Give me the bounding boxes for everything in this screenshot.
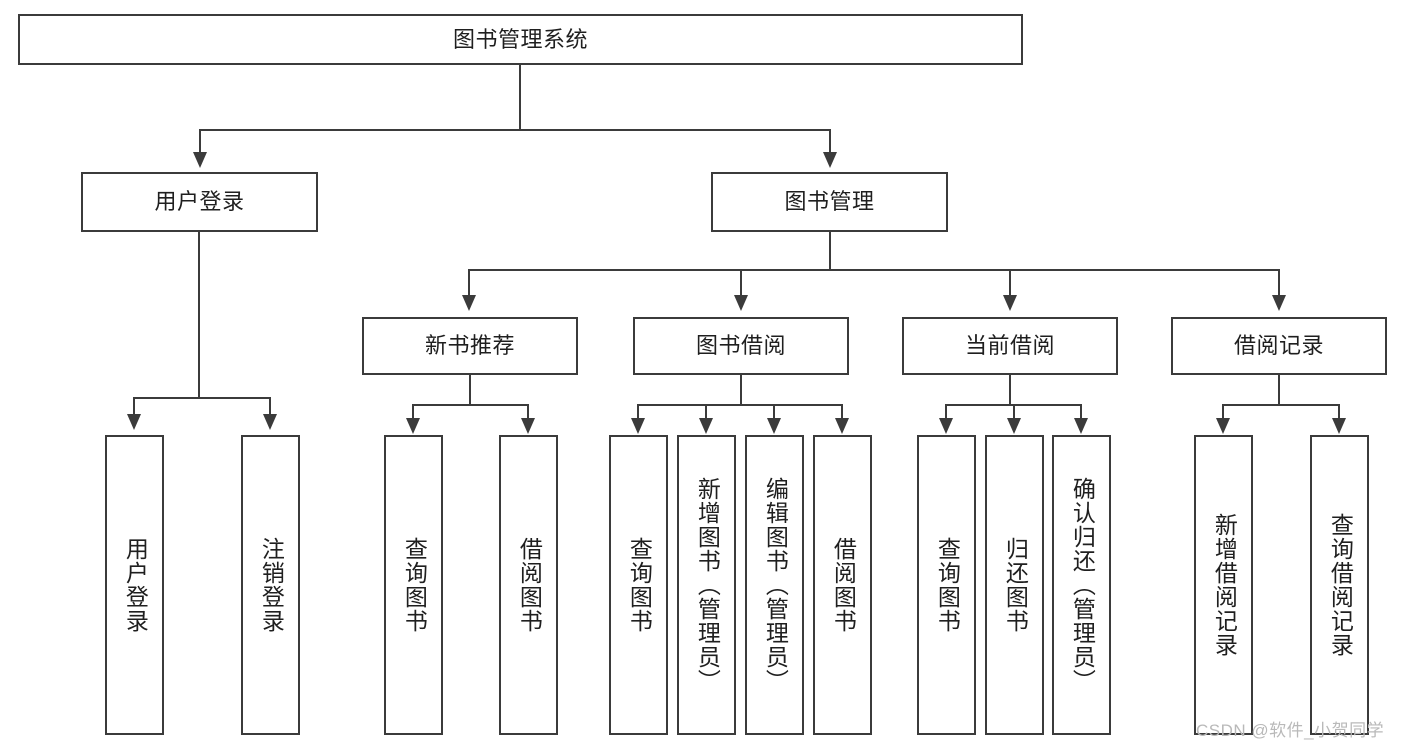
- leaf-current-borrow-query-books[interactable]: 查询图书: [917, 435, 976, 735]
- node-label: 用户登录: [154, 189, 245, 215]
- node-new-book-recommend[interactable]: 新书推荐: [362, 317, 578, 375]
- connector-user-login-stem: [198, 232, 200, 399]
- connector-bb-to-leaf-2: [705, 404, 707, 423]
- connector-br-to-leaf-1: [1222, 404, 1224, 423]
- connector-bm-to-cat-1: [468, 269, 470, 299]
- connector-root-bus: [199, 129, 831, 131]
- node-label: 编辑图书（管理员）: [762, 477, 789, 693]
- connector-root-stem: [519, 65, 521, 130]
- arrow-newbook-to-leaf-1: [406, 418, 420, 434]
- node-label: 查询图书: [401, 537, 428, 633]
- node-label: 图书管理系统: [452, 26, 588, 52]
- node-label: 注销登录: [258, 537, 285, 633]
- node-label: 新书推荐: [424, 333, 515, 359]
- node-label: 借阅图书: [830, 537, 857, 633]
- arrow-root-to-user-login: [193, 152, 207, 168]
- connector-newbook-to-leaf-2: [527, 404, 529, 423]
- connector-bm-to-cat-2: [740, 269, 742, 299]
- connector-br-to-leaf-2: [1338, 404, 1340, 423]
- connector-newbook-to-leaf-1: [412, 404, 414, 423]
- node-label: 用户登录: [122, 537, 149, 633]
- connector-current-borrow-stem: [1009, 375, 1011, 406]
- connector-new-book-bus: [412, 404, 528, 406]
- connector-borrow-record-bus: [1222, 404, 1339, 406]
- node-label: 新增借阅记录: [1211, 513, 1238, 657]
- arrow-cb-to-leaf-3: [1074, 418, 1088, 434]
- node-current-borrow[interactable]: 当前借阅: [902, 317, 1118, 375]
- node-label: 确认归还（管理员）: [1069, 477, 1096, 693]
- arrow-user-login-to-leaf-1: [127, 414, 141, 430]
- node-label: 借阅图书: [516, 537, 543, 633]
- connector-user-login-to-leaf-2: [269, 397, 271, 419]
- connector-root-to-user-login: [199, 129, 201, 157]
- connector-book-borrow-stem: [740, 375, 742, 406]
- leaf-book-borrow-borrow-books[interactable]: 借阅图书: [813, 435, 872, 735]
- connector-cb-to-leaf-1: [945, 404, 947, 423]
- leaf-book-borrow-query-books[interactable]: 查询图书: [609, 435, 668, 735]
- arrow-bb-to-leaf-4: [835, 418, 849, 434]
- node-label: 查询图书: [934, 537, 961, 633]
- arrow-br-to-leaf-2: [1332, 418, 1346, 434]
- watermark-text: CSDN @软件_小贺同学: [1196, 721, 1385, 740]
- connector-bm-to-cat-4: [1278, 269, 1280, 299]
- node-label: 借阅记录: [1233, 333, 1324, 359]
- node-label: 图书管理: [784, 189, 875, 215]
- leaf-current-borrow-return-books[interactable]: 归还图书: [985, 435, 1044, 735]
- connector-root-to-book-management: [829, 129, 831, 157]
- node-borrow-record[interactable]: 借阅记录: [1171, 317, 1387, 375]
- connector-bb-to-leaf-4: [841, 404, 843, 423]
- leaf-borrow-record-query-record[interactable]: 查询借阅记录: [1310, 435, 1369, 735]
- connector-book-management-stem: [829, 232, 831, 271]
- arrow-bb-to-leaf-3: [767, 418, 781, 434]
- node-label: 图书借阅: [695, 333, 786, 359]
- connector-book-borrow-bus: [637, 404, 842, 406]
- arrow-cb-to-leaf-2: [1007, 418, 1021, 434]
- arrow-bb-to-leaf-2: [699, 418, 713, 434]
- connector-bm-to-cat-3: [1009, 269, 1011, 299]
- connector-bb-to-leaf-1: [637, 404, 639, 423]
- node-label: 查询借阅记录: [1327, 513, 1354, 657]
- connector-book-management-bus: [468, 269, 1280, 271]
- node-label: 查询图书: [626, 537, 653, 633]
- leaf-new-book-borrow-books[interactable]: 借阅图书: [499, 435, 558, 735]
- arrow-newbook-to-leaf-2: [521, 418, 535, 434]
- connector-user-login-bus: [133, 397, 270, 399]
- arrow-bm-to-cat-2: [734, 295, 748, 311]
- leaf-user-login-login[interactable]: 用户登录: [105, 435, 164, 735]
- connector-bb-to-leaf-3: [773, 404, 775, 423]
- node-label: 新增图书（管理员）: [694, 477, 721, 693]
- arrow-bm-to-cat-4: [1272, 295, 1286, 311]
- leaf-borrow-record-add-record[interactable]: 新增借阅记录: [1194, 435, 1253, 735]
- leaf-new-book-query-books[interactable]: 查询图书: [384, 435, 443, 735]
- arrow-bm-to-cat-3: [1003, 295, 1017, 311]
- leaf-user-login-logout[interactable]: 注销登录: [241, 435, 300, 735]
- connector-user-login-to-leaf-1: [133, 397, 135, 419]
- arrow-cb-to-leaf-1: [939, 418, 953, 434]
- leaf-book-borrow-add-book-admin[interactable]: 新增图书（管理员）: [677, 435, 736, 735]
- leaf-book-borrow-edit-book-admin[interactable]: 编辑图书（管理员）: [745, 435, 804, 735]
- arrow-user-login-to-leaf-2: [263, 414, 277, 430]
- node-book-management[interactable]: 图书管理: [711, 172, 948, 232]
- connector-cb-to-leaf-2: [1013, 404, 1015, 423]
- connector-borrow-record-stem: [1278, 375, 1280, 406]
- arrow-br-to-leaf-1: [1216, 418, 1230, 434]
- connector-cb-to-leaf-3: [1080, 404, 1082, 423]
- node-book-borrow[interactable]: 图书借阅: [633, 317, 849, 375]
- connector-new-book-stem: [469, 375, 471, 406]
- node-label: 归还图书: [1002, 537, 1029, 633]
- node-label: 当前借阅: [964, 333, 1055, 359]
- arrow-bm-to-cat-1: [462, 295, 476, 311]
- node-root-book-management-system[interactable]: 图书管理系统: [18, 14, 1023, 65]
- arrow-bb-to-leaf-1: [631, 418, 645, 434]
- node-user-login[interactable]: 用户登录: [81, 172, 318, 232]
- leaf-current-borrow-confirm-return-admin[interactable]: 确认归还（管理员）: [1052, 435, 1111, 735]
- arrow-root-to-book-management: [823, 152, 837, 168]
